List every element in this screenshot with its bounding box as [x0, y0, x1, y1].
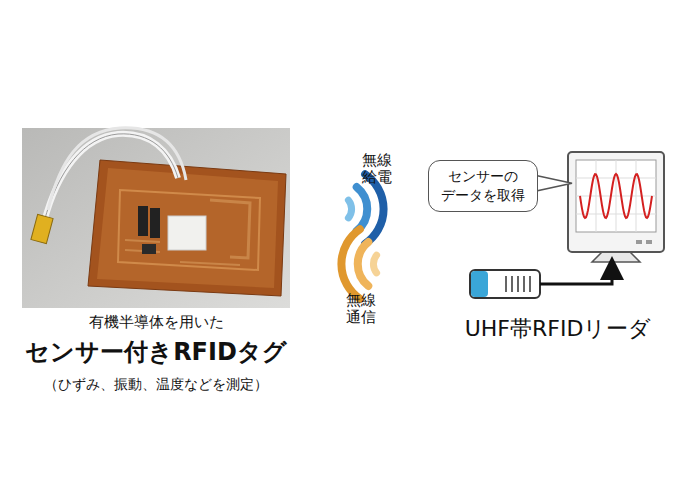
- rfid-reader: [470, 268, 612, 298]
- tag-photo: [22, 128, 290, 308]
- monitor: [568, 152, 664, 262]
- node-text: センサーの データを取得: [439, 167, 527, 205]
- node-text: UHF帯RFIDリーダ: [440, 314, 676, 344]
- speech-bubble: センサーの データを取得: [428, 160, 538, 212]
- bubble-tail-layer: [536, 176, 572, 192]
- communication-waves: [341, 229, 376, 299]
- bubble-tail: [536, 176, 572, 192]
- node-text: 有機半導体を用いた: [10, 312, 302, 332]
- wireless-label: 無線 給電: [362, 152, 397, 187]
- cable-wire: [540, 268, 612, 284]
- wireless-label: 無線 通信: [346, 292, 381, 327]
- reader-label: UHF帯RFIDリーダ: [440, 314, 676, 344]
- tag-caption: 有機半導体を用いたセンサー付きRFIDタグ （ひずみ、振動、温度などを測定）: [10, 312, 302, 394]
- node-text: センサー付きRFIDタグ: [10, 336, 302, 368]
- node-text: （ひずみ、振動、温度などを測定）: [10, 375, 302, 394]
